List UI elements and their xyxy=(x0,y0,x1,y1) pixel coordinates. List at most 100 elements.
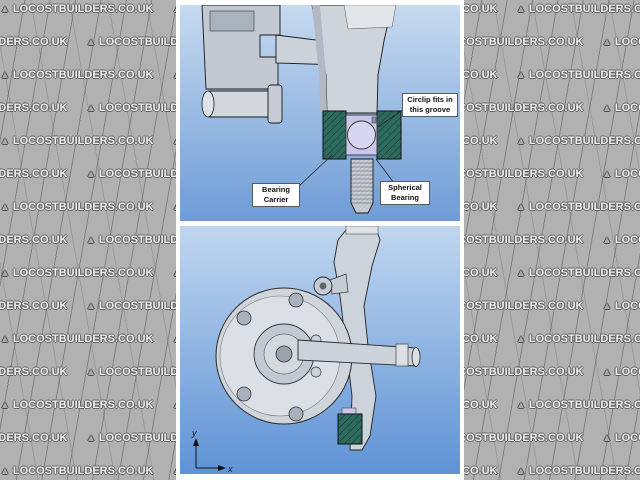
mountain-logo-icon: ▲ xyxy=(0,268,10,279)
watermark-text: LOCOSTBUILDERS.CO.UK xyxy=(442,168,584,180)
watermark-text: LOCOSTBUILDERS.CO.UK xyxy=(442,366,584,378)
carrier-hatch xyxy=(338,414,362,444)
watermark-unit: ▲LOCOSTBUILDERS.CO.UK xyxy=(602,366,640,378)
watermark-text: LOCOSTBUILDERS.CO.UK xyxy=(528,333,640,345)
axis-indicator xyxy=(193,438,226,471)
y-axis-label: y xyxy=(191,428,197,438)
arm-left-shading xyxy=(312,5,327,113)
watermark-unit: ▲LOCOSTBUILDERS.CO.UK xyxy=(516,267,640,279)
arm-top-highlight xyxy=(343,5,397,30)
watermark-unit: ▲LOCOSTBUILDERS.CO.UK xyxy=(516,201,640,213)
mountain-logo-icon: ▲ xyxy=(516,136,526,147)
watermark-text: LOCOSTBUILDERS.CO.UK xyxy=(614,300,640,312)
watermark-text: LOCOSTBUILDERS.CO.UK xyxy=(12,69,154,81)
watermark-text: LOCOSTBUILDERS.CO.UK xyxy=(614,234,640,246)
watermark-text: LOCOSTBUILDERS.CO.UK xyxy=(0,234,68,246)
watermark-text: LOCOSTBUILDERS.CO.UK xyxy=(442,36,584,48)
watermark-unit: ▲LOCOSTBUILDERS.CO.UK xyxy=(602,102,640,114)
watermark-unit: ▲LOCOSTBUILDERS.CO.UK xyxy=(602,432,640,444)
shaft-end xyxy=(411,347,421,367)
bushing-flange xyxy=(267,84,283,124)
watermark-text: LOCOSTBUILDERS.CO.UK xyxy=(0,432,68,444)
watermark-unit: ▲LOCOSTBUILDERS.CO.UK xyxy=(0,3,153,15)
watermark-unit: ▲LOCOSTBUILDERS.CO.UK xyxy=(0,102,67,114)
watermark-unit: ▲LOCOSTBUILDERS.CO.UK xyxy=(0,333,153,345)
mountain-logo-icon: ▲ xyxy=(86,169,96,180)
watermark-unit: ▲LOCOSTBUILDERS.CO.UK xyxy=(0,366,67,378)
mountain-logo-icon: ▲ xyxy=(0,400,10,411)
mountain-logo-icon: ▲ xyxy=(516,70,526,81)
watermark-text: LOCOSTBUILDERS.CO.UK xyxy=(528,69,640,81)
image-column: Circlip fits in this groove Bearing Carr… xyxy=(176,0,464,480)
watermark-unit: ▲LOCOSTBUILDERS.CO.UK xyxy=(0,267,153,279)
watermark-text: LOCOSTBUILDERS.CO.UK xyxy=(528,3,640,15)
watermark-text: LOCOSTBUILDERS.CO.UK xyxy=(0,36,68,48)
watermark-unit: ▲LOCOSTBUILDERS.CO.UK xyxy=(0,69,153,81)
watermark-unit: ▲LOCOSTBUILDERS.CO.UK xyxy=(602,300,640,312)
mountain-logo-icon: ▲ xyxy=(86,235,96,246)
watermark-unit: ▲LOCOSTBUILDERS.CO.UK xyxy=(0,201,153,213)
mountain-logo-icon: ▲ xyxy=(0,70,10,81)
mountain-logo-icon: ▲ xyxy=(516,4,526,15)
watermark-text: LOCOSTBUILDERS.CO.UK xyxy=(0,300,68,312)
watermark-unit: ▲LOCOSTBUILDERS.CO.UK xyxy=(602,36,640,48)
mountain-logo-icon: ▲ xyxy=(602,367,612,378)
bushing-end xyxy=(201,90,215,118)
watermark-unit: ▲LOCOSTBUILDERS.CO.UK xyxy=(516,333,640,345)
stud-section-hatch xyxy=(351,159,373,213)
watermark-text: LOCOSTBUILDERS.CO.UK xyxy=(12,333,154,345)
watermark-unit: ▲LOCOSTBUILDERS.CO.UK xyxy=(0,300,67,312)
arm-top-flange xyxy=(345,226,379,235)
watermark-unit: ▲LOCOSTBUILDERS.CO.UK xyxy=(516,3,640,15)
watermark-unit: ▲LOCOSTBUILDERS.CO.UK xyxy=(602,168,640,180)
watermark-text: LOCOSTBUILDERS.CO.UK xyxy=(614,366,640,378)
watermark-unit: ▲LOCOSTBUILDERS.CO.UK xyxy=(0,36,67,48)
bearing-sliver xyxy=(341,407,357,415)
mountain-logo-icon: ▲ xyxy=(602,433,612,444)
wheel-stud xyxy=(310,366,322,378)
mountain-logo-icon: ▲ xyxy=(86,433,96,444)
watermark-text: LOCOSTBUILDERS.CO.UK xyxy=(442,300,584,312)
bearing-carrier-label: Bearing Carrier xyxy=(252,183,300,207)
watermark-text: LOCOSTBUILDERS.CO.UK xyxy=(614,168,640,180)
y-axis-arrowhead xyxy=(193,438,199,446)
cad-panel-assembly-view: y x xyxy=(180,226,460,474)
bolt-holes xyxy=(236,292,304,422)
watermark-unit: ▲LOCOSTBUILDERS.CO.UK xyxy=(516,465,640,477)
watermark-text: LOCOSTBUILDERS.CO.UK xyxy=(0,366,68,378)
watermark-unit: ▲LOCOSTBUILDERS.CO.UK xyxy=(516,135,640,147)
watermark-unit: ▲LOCOSTBUILDERS.CO.UK xyxy=(516,399,640,411)
mountain-logo-icon: ▲ xyxy=(0,202,10,213)
mountain-logo-icon: ▲ xyxy=(602,169,612,180)
watermark-text: LOCOSTBUILDERS.CO.UK xyxy=(614,102,640,114)
mountain-logo-icon: ▲ xyxy=(602,235,612,246)
watermark-text: LOCOSTBUILDERS.CO.UK xyxy=(12,201,154,213)
left-block-shadow-face xyxy=(209,10,255,32)
hub-bore xyxy=(275,345,293,363)
mountain-logo-icon: ▲ xyxy=(516,466,526,477)
leader-lines xyxy=(297,108,405,188)
watermark-text: LOCOSTBUILDERS.CO.UK xyxy=(0,168,68,180)
carrier-left-hatch xyxy=(323,111,346,159)
mountain-logo-icon: ▲ xyxy=(0,136,10,147)
assembly-view-drawing: y x xyxy=(180,226,460,474)
mountain-logo-icon: ▲ xyxy=(516,268,526,279)
circlip-annotation: Circlip fits in this groove xyxy=(402,93,458,117)
watermark-text: LOCOSTBUILDERS.CO.UK xyxy=(442,234,584,246)
watermark-text: LOCOSTBUILDERS.CO.UK xyxy=(528,465,640,477)
x-axis-label: x xyxy=(227,464,233,474)
lug-hole xyxy=(319,282,327,290)
watermark-text: LOCOSTBUILDERS.CO.UK xyxy=(442,102,584,114)
shaft-collar xyxy=(395,343,409,367)
mountain-logo-icon: ▲ xyxy=(516,400,526,411)
mountain-logo-icon: ▲ xyxy=(516,334,526,345)
mountain-logo-icon: ▲ xyxy=(86,37,96,48)
watermark-unit: ▲LOCOSTBUILDERS.CO.UK xyxy=(0,465,153,477)
mountain-logo-icon: ▲ xyxy=(86,301,96,312)
mountain-logo-icon: ▲ xyxy=(0,4,10,15)
watermark-text: LOCOSTBUILDERS.CO.UK xyxy=(12,399,154,411)
spherical-bearing-ball xyxy=(347,120,376,150)
watermark-text: LOCOSTBUILDERS.CO.UK xyxy=(12,3,154,15)
watermark-text: LOCOSTBUILDERS.CO.UK xyxy=(614,432,640,444)
